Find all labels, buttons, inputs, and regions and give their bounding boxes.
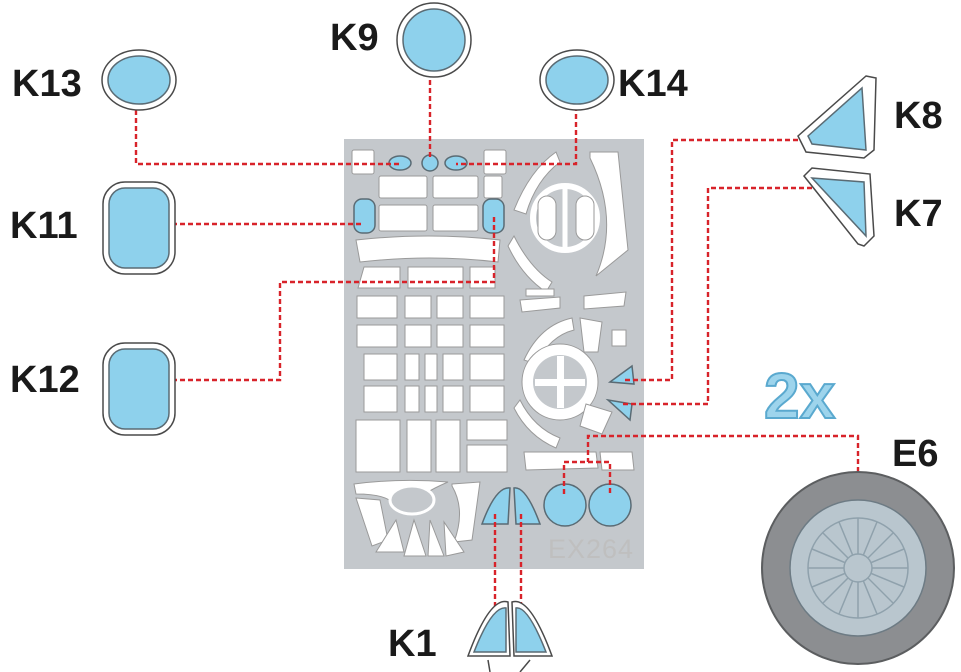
label-k13: K13	[12, 63, 82, 105]
labels: K9 K13 K14 K8 K7 K11 K12 K1 E6 2x	[10, 17, 943, 665]
multiplier-label: 2x	[764, 360, 836, 432]
sheet-code: EX264	[548, 534, 634, 564]
mask-k14	[539, 49, 615, 111]
mask-k9	[396, 2, 472, 78]
mask-k7	[802, 167, 875, 247]
label-e6: E6	[892, 433, 938, 475]
mask-k1	[466, 600, 554, 672]
mask-k12	[102, 342, 176, 436]
label-k8: K8	[894, 95, 943, 137]
mask-k8	[797, 75, 877, 159]
mask-k11	[102, 181, 176, 275]
label-k1: K1	[388, 623, 437, 665]
label-k11: K11	[10, 205, 78, 247]
label-k14: K14	[618, 63, 688, 105]
label-k9: K9	[330, 17, 379, 59]
leader-k7	[622, 186, 828, 406]
mask-sheet: EX264	[344, 139, 644, 569]
leader-k14	[456, 90, 578, 166]
wheel-e6	[761, 471, 955, 665]
label-k7: K7	[894, 193, 943, 235]
leader-k12	[140, 216, 496, 382]
mask-k13	[101, 49, 177, 111]
label-k12: K12	[10, 359, 80, 401]
leader-k8	[624, 138, 830, 382]
leader-k13	[134, 86, 400, 166]
